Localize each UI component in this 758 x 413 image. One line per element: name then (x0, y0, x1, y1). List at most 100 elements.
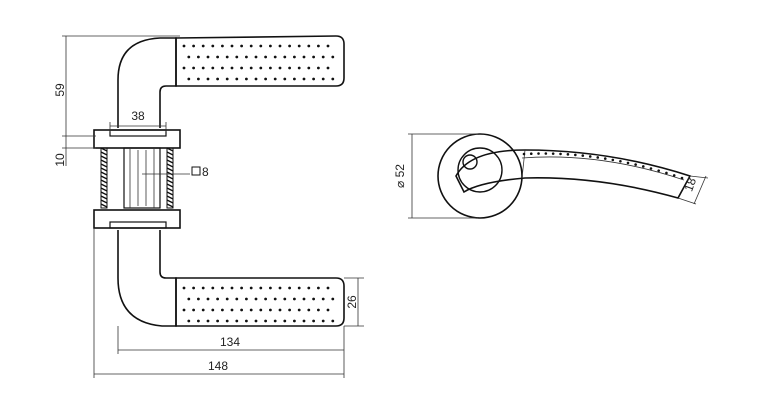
bolt-thread (100, 163, 108, 168)
grip-dot (312, 297, 315, 301)
grip-dot (225, 319, 229, 323)
grip-dot (278, 286, 282, 290)
grip-dot (254, 77, 258, 81)
grip-dot (211, 44, 215, 48)
grip-dot (249, 308, 253, 312)
grip-dot (187, 319, 191, 323)
grip-dot (240, 66, 244, 70)
dim-52-label: ⌀ 52 (393, 164, 407, 188)
grip-dot (522, 152, 526, 156)
dim-8: 8 (142, 165, 209, 179)
grip-dot (187, 297, 191, 301)
grip-dot (293, 297, 296, 301)
grip-dot (288, 44, 291, 48)
grip-dot (206, 319, 210, 323)
grip-dot (619, 160, 622, 163)
dim-18-label: 18 (681, 176, 699, 194)
dim-59: 59 (53, 35, 180, 136)
grip-dot (288, 66, 291, 70)
grip-dot (537, 152, 540, 155)
top-rose (93, 129, 181, 149)
grip-dot (254, 319, 258, 323)
grip-dot (283, 319, 287, 323)
dim-26: 26 (344, 277, 364, 327)
grip-dot (672, 174, 676, 177)
dim-148-label: 148 (208, 359, 228, 373)
bottom-grip-dots (182, 286, 335, 323)
bottom-lever-outline (117, 230, 177, 327)
dim-134: 134 (117, 326, 345, 354)
grip-dot (211, 66, 215, 70)
grip-dot (273, 319, 277, 323)
bottom-rose-inner (109, 221, 167, 229)
grip-dot (321, 319, 325, 323)
grip-dot (273, 55, 277, 59)
grip-dot (211, 308, 215, 312)
grip-dot (312, 77, 315, 81)
grip-dot (197, 297, 200, 301)
bolt-thread (100, 203, 108, 208)
bottom-lever-grip (175, 277, 345, 327)
grip-dot (245, 77, 248, 81)
curved-lever-dots (522, 152, 684, 180)
bolt-thread (100, 187, 108, 192)
grip-dot (216, 319, 220, 323)
grip-dot (544, 152, 548, 155)
rose-outer (437, 133, 523, 219)
grip-dot (331, 319, 335, 323)
grip-dot (245, 297, 248, 301)
dim-10-label: 10 (53, 153, 67, 167)
top-grip-dots (182, 44, 335, 81)
bolt-thread (100, 151, 108, 156)
grip-dot (221, 44, 224, 48)
dim-134-label: 134 (220, 335, 240, 349)
grip-dot (331, 77, 335, 81)
dim-59-label: 59 (53, 83, 67, 97)
grip-dot (307, 66, 311, 70)
dim-148: 148 (93, 228, 345, 378)
grip-dot (192, 66, 196, 70)
grip-dot (192, 44, 196, 48)
grip-dot (302, 319, 306, 323)
rose-hub (462, 154, 478, 170)
bolt-body (166, 147, 174, 209)
bolt-thread (100, 195, 108, 200)
grip-dot (307, 308, 311, 312)
grip-dot (283, 297, 287, 301)
bottom-rose (93, 209, 181, 229)
grip-dot (302, 77, 306, 81)
grip-dot (641, 165, 645, 168)
grip-dot (307, 44, 311, 48)
bolt-thread (166, 159, 174, 164)
grip-dot (249, 66, 253, 70)
grip-dot (221, 308, 224, 312)
grip-dot (317, 66, 320, 70)
grip-dot (206, 297, 210, 301)
right-bolt (166, 147, 174, 209)
top-lever-grip (175, 35, 345, 87)
grip-dot (297, 66, 301, 70)
grip-dot (182, 286, 186, 290)
grip-dot (297, 44, 301, 48)
top-rose-inner (109, 129, 167, 137)
grip-dot (626, 161, 630, 165)
grip-dot (269, 44, 272, 48)
side-view: 59 10 38 8 26 (53, 35, 364, 378)
dim-38-label: 38 (131, 109, 145, 123)
grip-dot (264, 297, 267, 301)
grip-dot (278, 308, 282, 312)
grip-dot (326, 66, 330, 70)
grip-dot (649, 167, 653, 170)
bolt-thread (166, 167, 174, 172)
grip-dot (225, 55, 229, 59)
dim-38: 38 (109, 109, 167, 132)
grip-dot (278, 66, 282, 70)
grip-dot (230, 286, 234, 290)
grip-dot (182, 66, 186, 70)
grip-dot (225, 297, 229, 301)
grip-dot (269, 66, 272, 70)
grip-dot (216, 297, 220, 301)
bolt-thread (166, 183, 174, 188)
grip-dot (269, 308, 272, 312)
grip-dot (331, 297, 335, 301)
